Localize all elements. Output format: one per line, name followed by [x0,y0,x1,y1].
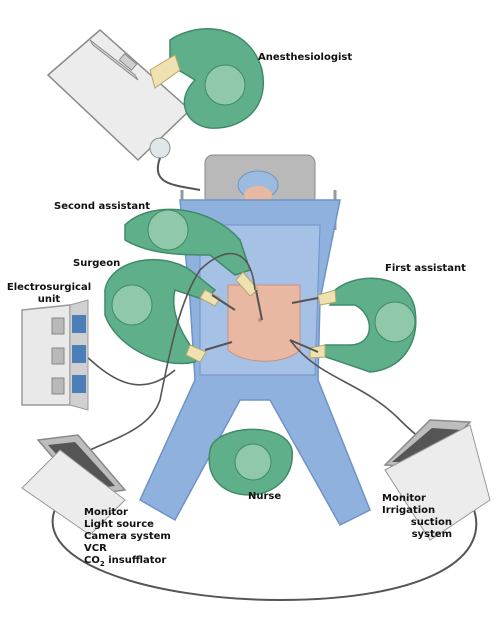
label-right-monitor-line1: Monitor [382,493,426,504]
surgeon-figure [104,258,221,365]
second-assistant-figure [124,208,259,297]
label-left-monitor-line2: Light source [84,519,154,530]
anesthesiologist-figure [149,28,265,129]
label-right-monitor-line3: suction [410,517,452,528]
label-right-monitor-line2: Irrigation [382,505,436,516]
label-anesthesiologist: Anesthesiologist [258,52,353,63]
co2-subscript: 2 [99,560,105,568]
label-second-assistant: Second assistant [54,201,151,212]
electrosurgical-unit [21,299,89,411]
anesthesia-machine [46,29,201,191]
laparoscopic-instruments [204,289,319,353]
right-monitor-cart [383,419,491,541]
label-left-monitor-line1: Monitor [84,507,128,518]
label-right-monitor-line4: system [411,529,452,540]
nurse-figure [208,428,293,496]
label-first-assistant: First assistant [385,263,466,274]
label-left-monitor-line3: Camera system [84,531,171,542]
label-surgeon: Surgeon [73,258,121,269]
label-left-monitor-line5: CO2 insufflator [84,555,171,568]
table-head [180,154,337,230]
label-left-monitor-line4: VCR [84,543,107,554]
co2-suffix: insufflator [104,555,167,566]
label-right-monitor: Monitor Irrigation suction system [382,493,452,541]
co2-prefix: CO [84,555,100,566]
label-electrosurgical-line1: Electrosurgical [6,282,92,293]
floor-cable [51,499,478,602]
label-electrosurgical-unit: Electrosurgical unit [4,282,94,306]
first-assistant-figure [309,277,417,373]
left-monitor-cart [21,434,127,536]
abdomen-field [227,284,301,362]
label-left-monitor: Monitor Light source Camera system VCR C… [84,507,171,568]
label-nurse: Nurse [248,491,282,502]
label-electrosurgical-line2: unit [37,294,61,305]
